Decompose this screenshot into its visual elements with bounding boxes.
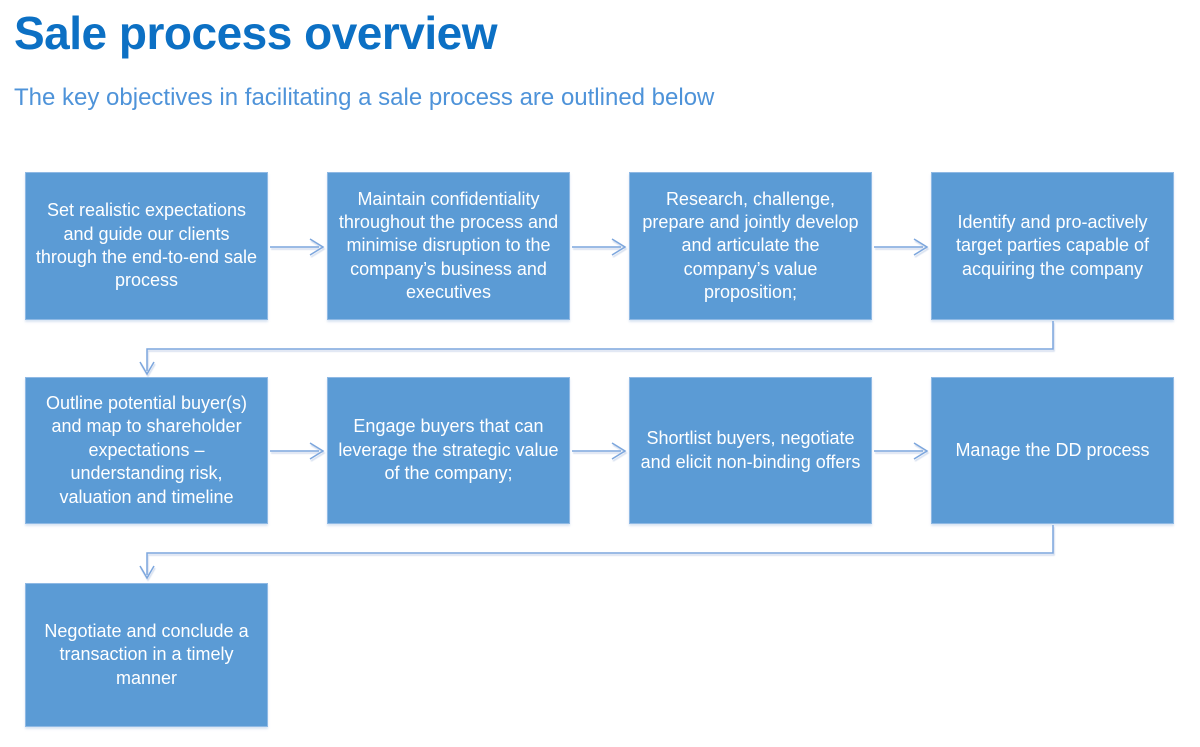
- process-step-box: Set realistic expectations and guide our…: [25, 172, 268, 320]
- process-step-box: Research, challenge, prepare and jointly…: [629, 172, 872, 320]
- process-step-box: Manage the DD process: [931, 377, 1174, 524]
- flow-arrow-right-icon: [270, 238, 325, 256]
- process-step-box: Negotiate and conclude a transaction in …: [25, 583, 268, 727]
- flow-arrow-right-icon: [270, 442, 325, 460]
- process-step-box: Identify and pro-actively target parties…: [931, 172, 1174, 320]
- flow-arrow-right-icon: [572, 442, 627, 460]
- page-title: Sale process overview: [14, 7, 498, 59]
- flow-arrow-right-icon: [572, 238, 627, 256]
- elbow-connector-down-icon: [139, 321, 1054, 376]
- process-step-box: Outline potential buyer(s) and map to sh…: [25, 377, 268, 524]
- page-subtitle: The key objectives in facilitating a sal…: [14, 84, 715, 111]
- process-step-box: Maintain confidentiality throughout the …: [327, 172, 570, 320]
- process-step-box: Engage buyers that can leverage the stra…: [327, 377, 570, 524]
- flow-arrow-right-icon: [874, 442, 929, 460]
- elbow-connector-down-icon: [139, 525, 1054, 580]
- process-step-box: Shortlist buyers, negotiate and elicit n…: [629, 377, 872, 524]
- flow-arrow-right-icon: [874, 238, 929, 256]
